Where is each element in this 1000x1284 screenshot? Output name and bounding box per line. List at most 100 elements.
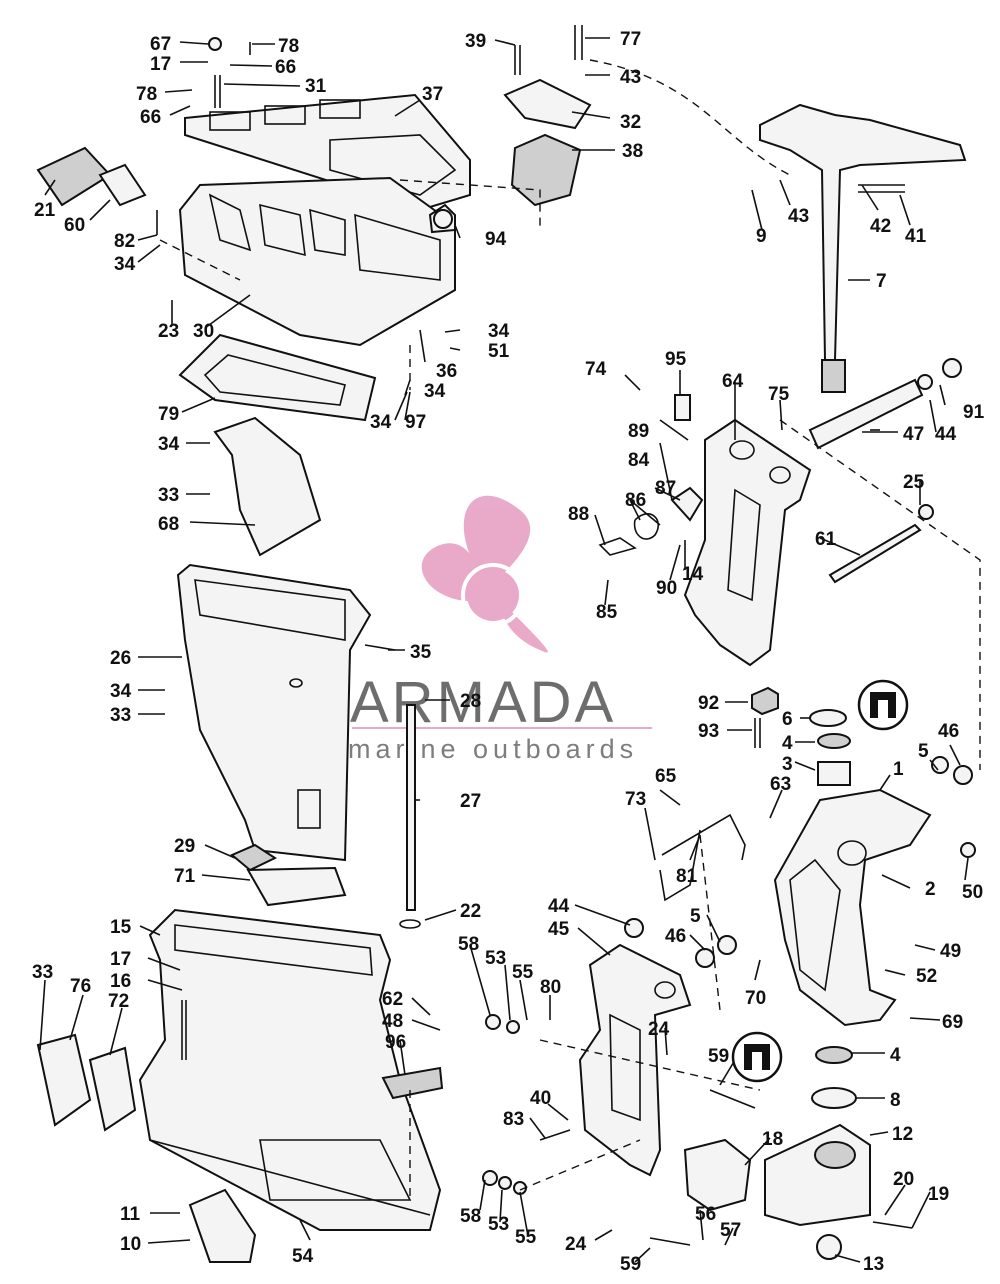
callout-labels: 67 78 17 66 31 78 66 37 21 60 82 34 23 3… (32, 29, 985, 1275)
grommet-22 (399, 919, 421, 929)
grommet-21 (36, 146, 112, 207)
callout-34: 34 (370, 412, 392, 433)
callout-23: 23 (158, 321, 179, 342)
callout-56: 56 (695, 1204, 716, 1225)
watermark-title: ARMADA (350, 670, 616, 735)
callout-17: 17 (110, 949, 131, 970)
callout-73: 73 (625, 789, 646, 810)
callout-62: 62 (382, 989, 403, 1010)
callout-35: 35 (410, 642, 432, 663)
callout-66: 66 (275, 57, 296, 78)
callout-97: 97 (405, 412, 426, 433)
adapter-housing-30 (178, 176, 456, 347)
callout-11: 11 (120, 1204, 141, 1225)
callout-37: 37 (422, 84, 443, 105)
callout-6: 6 (782, 709, 793, 730)
cover-76 (36, 1033, 92, 1127)
callout-20: 20 (893, 1169, 914, 1190)
callout-7: 7 (876, 271, 887, 292)
callout-78: 78 (278, 36, 299, 57)
callout-52: 52 (916, 966, 937, 987)
nuts-washers (208, 37, 976, 1260)
callout-43: 43 (788, 206, 809, 227)
callout-44: 44 (935, 424, 957, 445)
callout-87: 87 (655, 478, 676, 499)
callout-50: 50 (962, 882, 983, 903)
callout-94: 94 (485, 229, 507, 250)
leader-lines (39, 37, 969, 1263)
callout-93: 93 (698, 721, 719, 742)
callout-88: 88 (568, 504, 589, 525)
callout-80: 80 (540, 977, 561, 998)
callout-13: 13 (863, 1254, 884, 1275)
seal-4-upper (817, 733, 851, 749)
watermark-subtitle: marine outboards (348, 734, 638, 764)
callout-28: 28 (460, 691, 481, 712)
callout-29: 29 (174, 836, 195, 857)
callout-74: 74 (585, 359, 607, 380)
callout-16: 16 (110, 971, 131, 992)
callout-43: 43 (620, 67, 641, 88)
gasket-72 (88, 1046, 137, 1132)
tilt-shaft-47 (808, 378, 924, 450)
callout-90: 90 (656, 578, 677, 599)
callout-36: 36 (436, 361, 457, 382)
callout-32: 32 (620, 112, 641, 133)
callout-79: 79 (158, 404, 179, 425)
callout-49: 49 (940, 941, 961, 962)
callout-84: 84 (628, 450, 650, 471)
callout-58: 58 (458, 934, 479, 955)
callout-61: 61 (815, 529, 837, 550)
callout-26: 26 (110, 648, 131, 669)
callout-5: 5 (918, 741, 929, 762)
bolts (156, 25, 913, 1246)
callout-54: 54 (292, 1246, 314, 1267)
bracket-32 (503, 78, 592, 130)
callout-48: 48 (382, 1011, 403, 1032)
seal-indicator-icon (731, 1031, 783, 1083)
callout-71: 71 (174, 866, 196, 887)
callout-46: 46 (665, 926, 686, 947)
block-18 (683, 1138, 752, 1212)
callout-9: 9 (756, 226, 767, 247)
callout-86: 86 (625, 490, 646, 511)
stern-bracket-45 (578, 943, 692, 1177)
callout-78: 78 (136, 84, 157, 105)
callout-81: 81 (676, 866, 698, 887)
callout-64: 64 (722, 371, 744, 392)
callout-38: 38 (622, 141, 643, 162)
callout-31: 31 (305, 76, 327, 97)
callout-55: 55 (515, 1227, 537, 1248)
callout-59: 59 (708, 1046, 729, 1067)
callout-59: 59 (620, 1254, 641, 1275)
callout-82: 82 (114, 231, 135, 252)
seal-4-lower (815, 1046, 853, 1064)
stern-bracket-1 (773, 788, 932, 1027)
callout-10: 10 (120, 1234, 141, 1255)
driveshaft-housing-15 (138, 908, 442, 1231)
callout-53: 53 (488, 1214, 509, 1235)
callout-39: 39 (465, 31, 486, 52)
callout-55: 55 (512, 962, 534, 983)
callout-41: 41 (905, 226, 927, 247)
callout-92: 92 (698, 693, 719, 714)
callout-1: 1 (893, 759, 904, 780)
switch-84 (670, 486, 704, 522)
callout-96: 96 (385, 1032, 406, 1053)
steering-arm-7 (759, 103, 967, 361)
callout-12: 12 (892, 1124, 913, 1145)
callout-21: 21 (34, 200, 56, 221)
callout-27: 27 (460, 791, 481, 812)
callout-95: 95 (665, 349, 687, 370)
callout-89: 89 (628, 421, 649, 442)
gasket-71 (246, 866, 347, 907)
callout-75: 75 (768, 384, 790, 405)
callout-66: 66 (140, 107, 161, 128)
adapter-gasket-37 (184, 93, 471, 212)
callout-58: 58 (460, 1206, 481, 1227)
tilt-rod-61 (828, 523, 922, 584)
bearing-8 (811, 1087, 857, 1109)
callout-14: 14 (682, 564, 704, 585)
callout-69: 69 (942, 1012, 963, 1033)
callout-57: 57 (720, 1220, 741, 1241)
